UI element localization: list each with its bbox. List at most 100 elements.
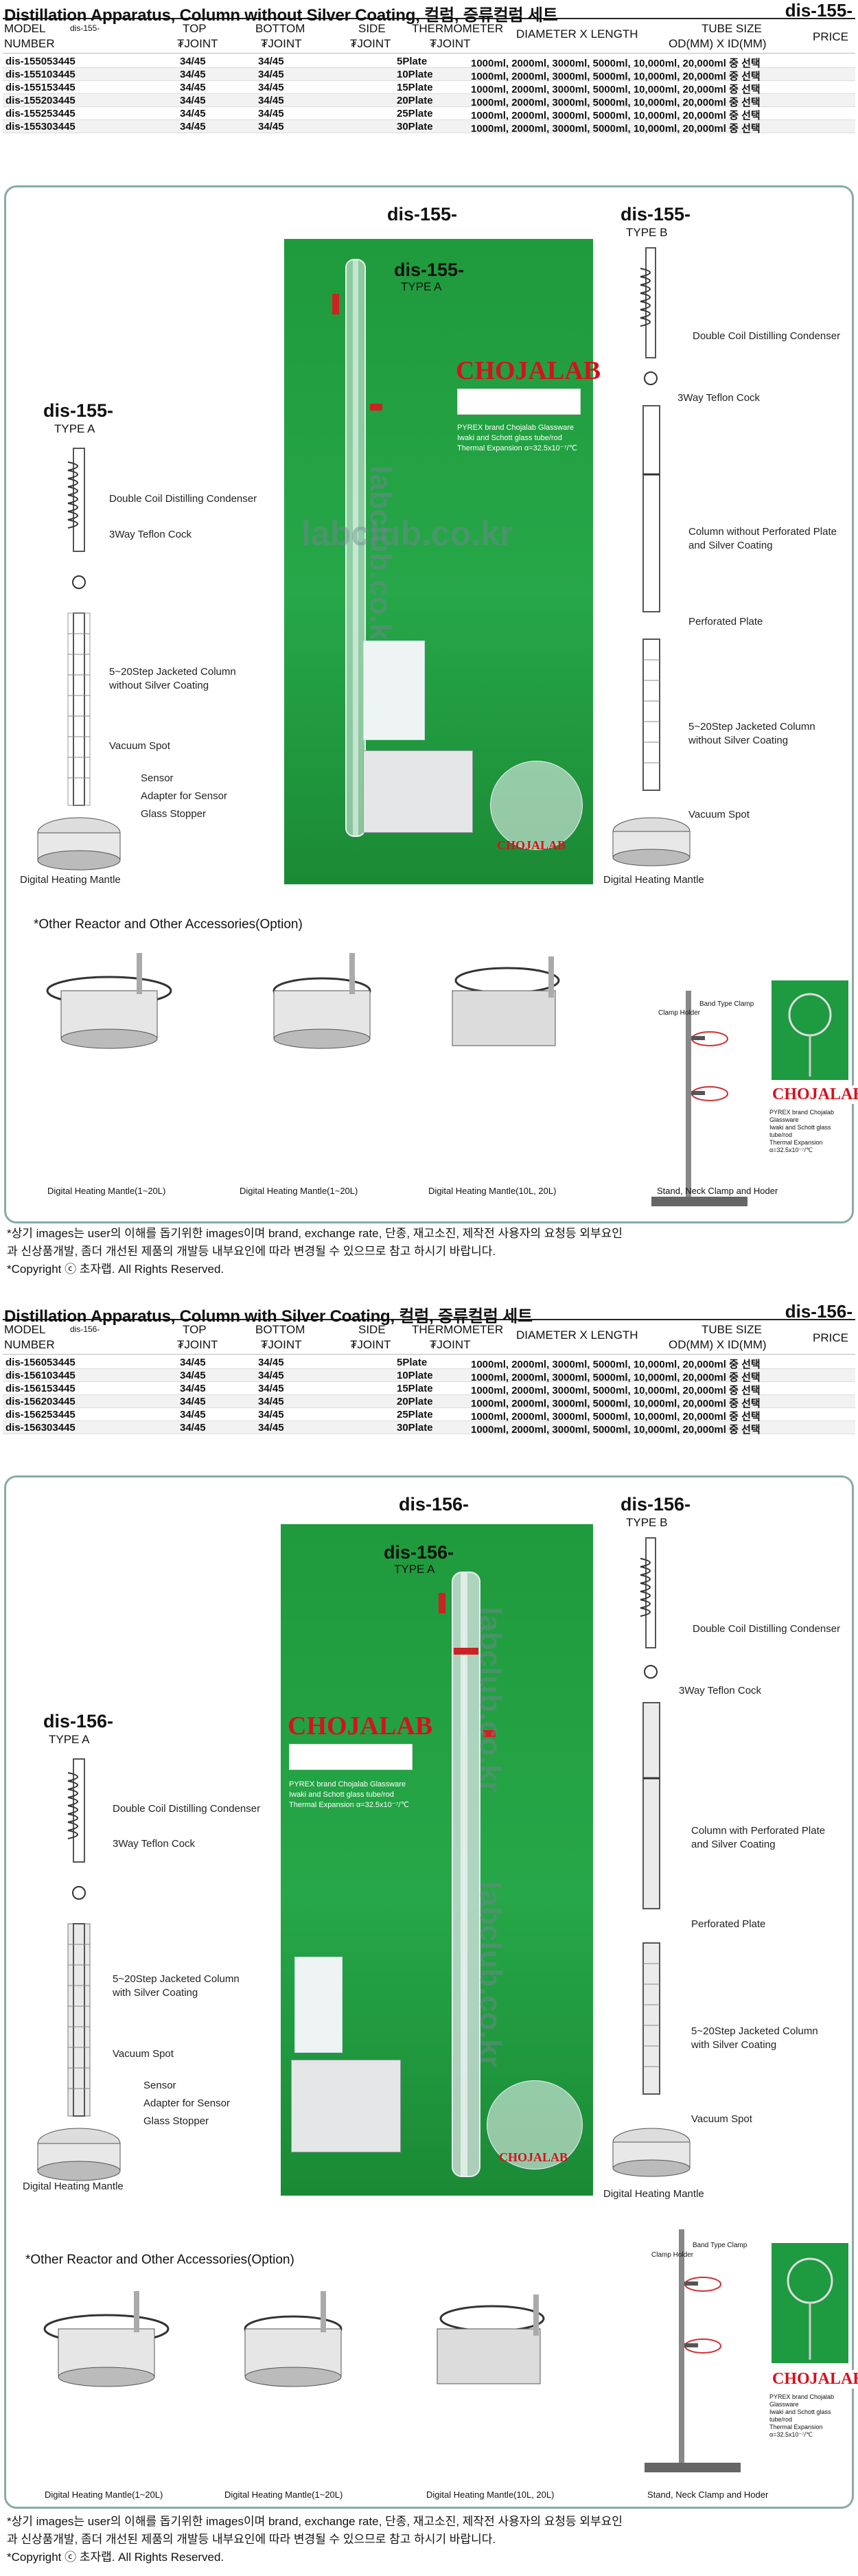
cell-bottom: 34/45 bbox=[258, 108, 284, 119]
brand-line-2: Iwaki and Schott glass tube/rod bbox=[289, 1791, 394, 1799]
col-tube-sub: OD(MM) X ID(MM) bbox=[669, 37, 767, 50]
left-model-label: dis-156- bbox=[43, 1711, 114, 1732]
cell-side: 25Plate bbox=[397, 108, 433, 119]
clamp-brand-line-1: PYREX brand Chojalab Glassware bbox=[769, 1109, 835, 1123]
col-tube: TUBE SIZE bbox=[702, 22, 762, 35]
clamp-brand-line-2: Iwaki and Schott glass tube/rod bbox=[769, 1124, 831, 1138]
col-number: NUMBER bbox=[4, 1338, 55, 1351]
right-apparatus-diagram bbox=[612, 1537, 691, 2177]
cell-desc: 1000ml, 2000ml, 3000ml, 5000ml, 10,000ml… bbox=[471, 84, 761, 95]
model-code: dis-156- bbox=[785, 1301, 853, 1322]
section-dis-156: Distillation Apparatus, Column with Silv… bbox=[0, 1301, 858, 2576]
cell-desc: 1000ml, 2000ml, 3000ml, 5000ml, 10,000ml… bbox=[471, 123, 761, 135]
right-part-jacketed: 5~20Step Jacketed Column bbox=[688, 721, 815, 733]
col-diameter: DIAMETER X LENGTH bbox=[516, 27, 638, 41]
brand-field bbox=[457, 389, 581, 415]
cell-model: dis-155253445 bbox=[5, 108, 76, 119]
cell-side: 30Plate bbox=[397, 1422, 433, 1434]
left-part-column-2: without Silver Coating bbox=[109, 680, 209, 691]
cell-desc: 1000ml, 2000ml, 3000ml, 5000ml, 10,000ml… bbox=[471, 1372, 761, 1383]
col-tube-sub: OD(MM) X ID(MM) bbox=[669, 1338, 767, 1351]
clamp-photo bbox=[772, 980, 848, 1080]
model-code: dis-155- bbox=[785, 0, 853, 21]
left-part-column: 5~20Step Jacketed Column bbox=[109, 666, 236, 678]
left-apparatus-diagram bbox=[37, 448, 121, 871]
right-part-cock: 3Way Teflon Cock bbox=[679, 1685, 762, 1697]
accessory-mantle-3 bbox=[437, 2295, 545, 2384]
cell-bottom: 34/45 bbox=[258, 121, 284, 133]
other-accessories-title: *Other Reactor and Other Accessories(Opt… bbox=[25, 2253, 294, 2267]
cell-top: 34/45 bbox=[180, 69, 206, 80]
right-part-plate: Perforated Plate bbox=[691, 1918, 766, 1930]
cell-top: 34/45 bbox=[180, 82, 206, 93]
product-table: dis-156053445 34/45 34/45 5Plate 1000ml, 200… bbox=[3, 1356, 855, 1436]
photo-model-label: dis-156- bbox=[384, 1542, 454, 1563]
left-part-mantle: Digital Heating Mantle bbox=[23, 2181, 124, 2192]
brand-line-3: Thermal Expansion α=32.5x10⁻⁷/℃ bbox=[289, 1801, 409, 1809]
cell-model: dis-156053445 bbox=[5, 1357, 76, 1368]
right-part-column: Column without Perforated Plate bbox=[688, 526, 837, 538]
cell-bottom: 34/45 bbox=[258, 1396, 284, 1407]
caption-stand: Stand, Neck Clamp and Hoder bbox=[647, 2489, 769, 2500]
watermark-horizontal: labclub.co.kr bbox=[301, 514, 513, 553]
right-part-condenser: Double Coil Distilling Condenser bbox=[693, 1623, 841, 1635]
accessory-mantle-1 bbox=[46, 953, 172, 1049]
right-part-cock: 3Way Teflon Cock bbox=[677, 392, 761, 404]
brand-line-2: Iwaki and Schott glass tube/rod bbox=[457, 434, 562, 442]
col-bottom: BOTTOM bbox=[255, 22, 305, 35]
copyright: *Copyright ⓒ 초자랩. All Rights Reserved. bbox=[7, 1263, 224, 1276]
right-part-jacketed-2: without Silver Coating bbox=[688, 735, 789, 746]
caption-mantle-1: Digital Heating Mantle(1~20L) bbox=[45, 2489, 163, 2500]
left-part-cock: 3Way Teflon Cock bbox=[113, 1838, 196, 1850]
col-thermo-joint: ₮JOINT bbox=[430, 37, 471, 50]
cell-model: dis-156203445 bbox=[5, 1396, 76, 1407]
left-type-label: TYPE A bbox=[54, 422, 95, 435]
cell-top: 34/45 bbox=[180, 95, 206, 106]
disclaimer: *상기 images는 user의 이해를 돕기위한 images이며 bran… bbox=[7, 2513, 623, 2566]
center-model-label: dis-155- bbox=[387, 204, 458, 225]
caption-mantle-2: Digital Heating Mantle(1~20L) bbox=[224, 2489, 343, 2500]
column-photo-glass bbox=[332, 259, 382, 837]
cell-model: dis-156103445 bbox=[5, 1370, 76, 1381]
left-part-condenser: Double Coil Distilling Condenser bbox=[113, 1803, 261, 1815]
clamp-brand-info: PYREX brand Chojalab Glassware Iwaki and… bbox=[769, 2393, 852, 2439]
accessory-mantle-2 bbox=[244, 2291, 343, 2387]
cell-bottom: 34/45 bbox=[258, 1383, 284, 1394]
cell-desc: 1000ml, 2000ml, 3000ml, 5000ml, 10,000ml… bbox=[471, 1385, 761, 1396]
col-side: SIDE bbox=[358, 22, 386, 35]
title-row: Distillation Apparatus, Column with Silv… bbox=[3, 1301, 855, 1326]
cell-top: 34/45 bbox=[180, 1357, 206, 1368]
accessory-stand bbox=[651, 991, 747, 1206]
col-top-joint: ₮JOINT bbox=[177, 1338, 218, 1351]
right-part-mantle: Digital Heating Mantle bbox=[603, 2188, 704, 2200]
right-model-label: dis-155- bbox=[621, 204, 691, 225]
left-part-cock: 3Way Teflon Cock bbox=[109, 529, 192, 540]
col-model: MODEL bbox=[4, 22, 46, 35]
cell-side: 20Plate bbox=[397, 1396, 433, 1407]
left-apparatus-diagram bbox=[37, 1758, 121, 2181]
table-header: MODEL dis-155- NUMBER TOP ₮JOINT BOTTOM … bbox=[3, 21, 855, 54]
col-top: TOP bbox=[183, 22, 207, 35]
accessory-mantle-1 bbox=[43, 2291, 170, 2387]
left-part-vacuum: Vacuum Spot bbox=[109, 740, 170, 752]
left-part-adapter: Adapter for Sensor bbox=[143, 2097, 230, 2109]
col-model-small: dis-155- bbox=[70, 23, 100, 33]
caption-mantle-1: Digital Heating Mantle(1~20L) bbox=[47, 1186, 166, 1196]
watermark-vertical: labclub.co.kr bbox=[474, 1607, 507, 1793]
cell-side: 15Plate bbox=[397, 82, 433, 93]
cell-model: dis-155103445 bbox=[5, 69, 76, 80]
disclaimer-line-2: 과 신상품개발, 좀더 개선된 제품의 개발등 내부요인에 따라 변경될 수 있… bbox=[7, 2533, 496, 2546]
accessory-stand bbox=[645, 2229, 741, 2472]
col-top-joint: ₮JOINT bbox=[177, 37, 218, 50]
col-side-joint: ₮JOINT bbox=[350, 37, 391, 50]
cell-side: 5Plate bbox=[397, 1357, 428, 1368]
clamp-brand-line-1: PYREX brand Chojalab Glassware bbox=[769, 2393, 835, 2408]
col-side-joint: ₮JOINT bbox=[350, 1338, 391, 1351]
right-model-label: dis-156- bbox=[621, 1494, 691, 1515]
cell-model: dis-155053445 bbox=[5, 56, 76, 67]
brand-logo: CHOJALAB bbox=[456, 356, 601, 385]
